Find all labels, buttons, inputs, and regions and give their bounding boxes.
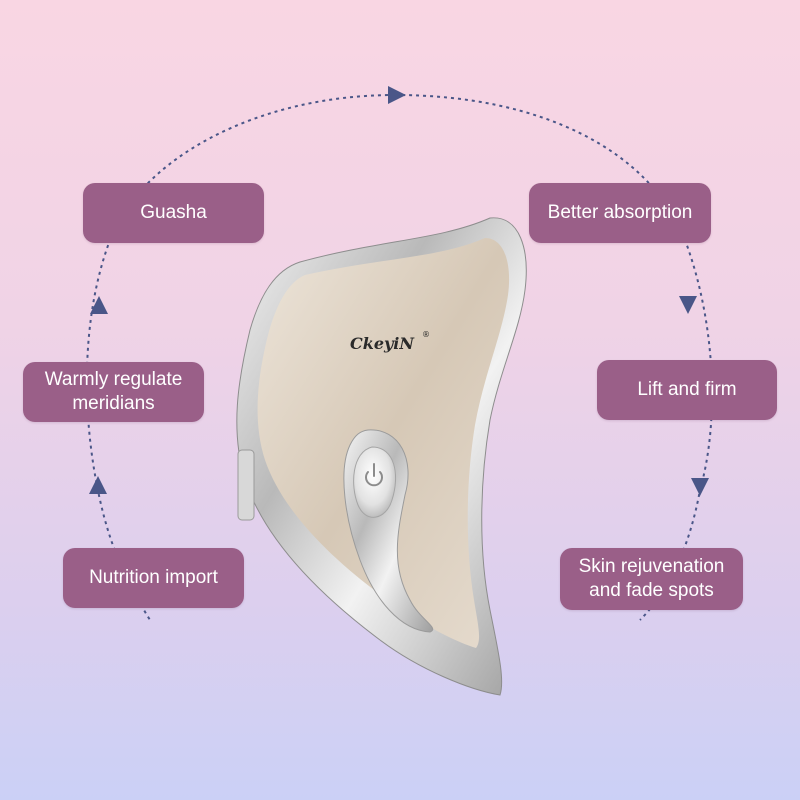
brand-trademark: ®: [422, 330, 430, 339]
cycle-arrow-icon: [679, 296, 697, 314]
cycle-arrow-icon: [90, 296, 108, 314]
brand-logo: CkeyiN: [350, 334, 415, 353]
feature-label-guasha: Guasha: [83, 183, 264, 243]
cycle-path-right: [394, 94, 713, 621]
power-icon: [365, 463, 383, 487]
feature-label-text: Lift and firm: [637, 379, 737, 400]
feature-label-text-line2: and fade spots: [589, 580, 714, 601]
cycle-arrow-icon: [89, 476, 107, 494]
power-button[interactable]: [353, 446, 396, 518]
feature-label-lift-and-firm: Lift and firm: [597, 360, 777, 420]
feature-label-skin-rejuvenation: Skin rejuvenation and fade spots: [560, 548, 743, 610]
feature-label-better-absorption: Better absorption: [529, 183, 711, 243]
feature-label-warmly-regulate: Warmly regulate meridians: [23, 362, 204, 422]
cycle-arrow-icon: [691, 478, 709, 496]
feature-label-text: Better absorption: [547, 202, 693, 223]
cycle-path-left: [85, 94, 396, 621]
feature-label-text: Guasha: [140, 202, 207, 223]
feature-label-text-line1: Skin rejuvenation: [578, 556, 725, 577]
feature-label-text-line2: meridians: [72, 393, 155, 414]
cycle-arrow-icon: [388, 86, 406, 104]
device-side-slot: [237, 449, 255, 521]
feature-label-text: Nutrition import: [89, 567, 218, 588]
feature-label-nutrition-import: Nutrition import: [63, 548, 244, 608]
feature-label-text-line1: Warmly regulate: [44, 369, 183, 390]
